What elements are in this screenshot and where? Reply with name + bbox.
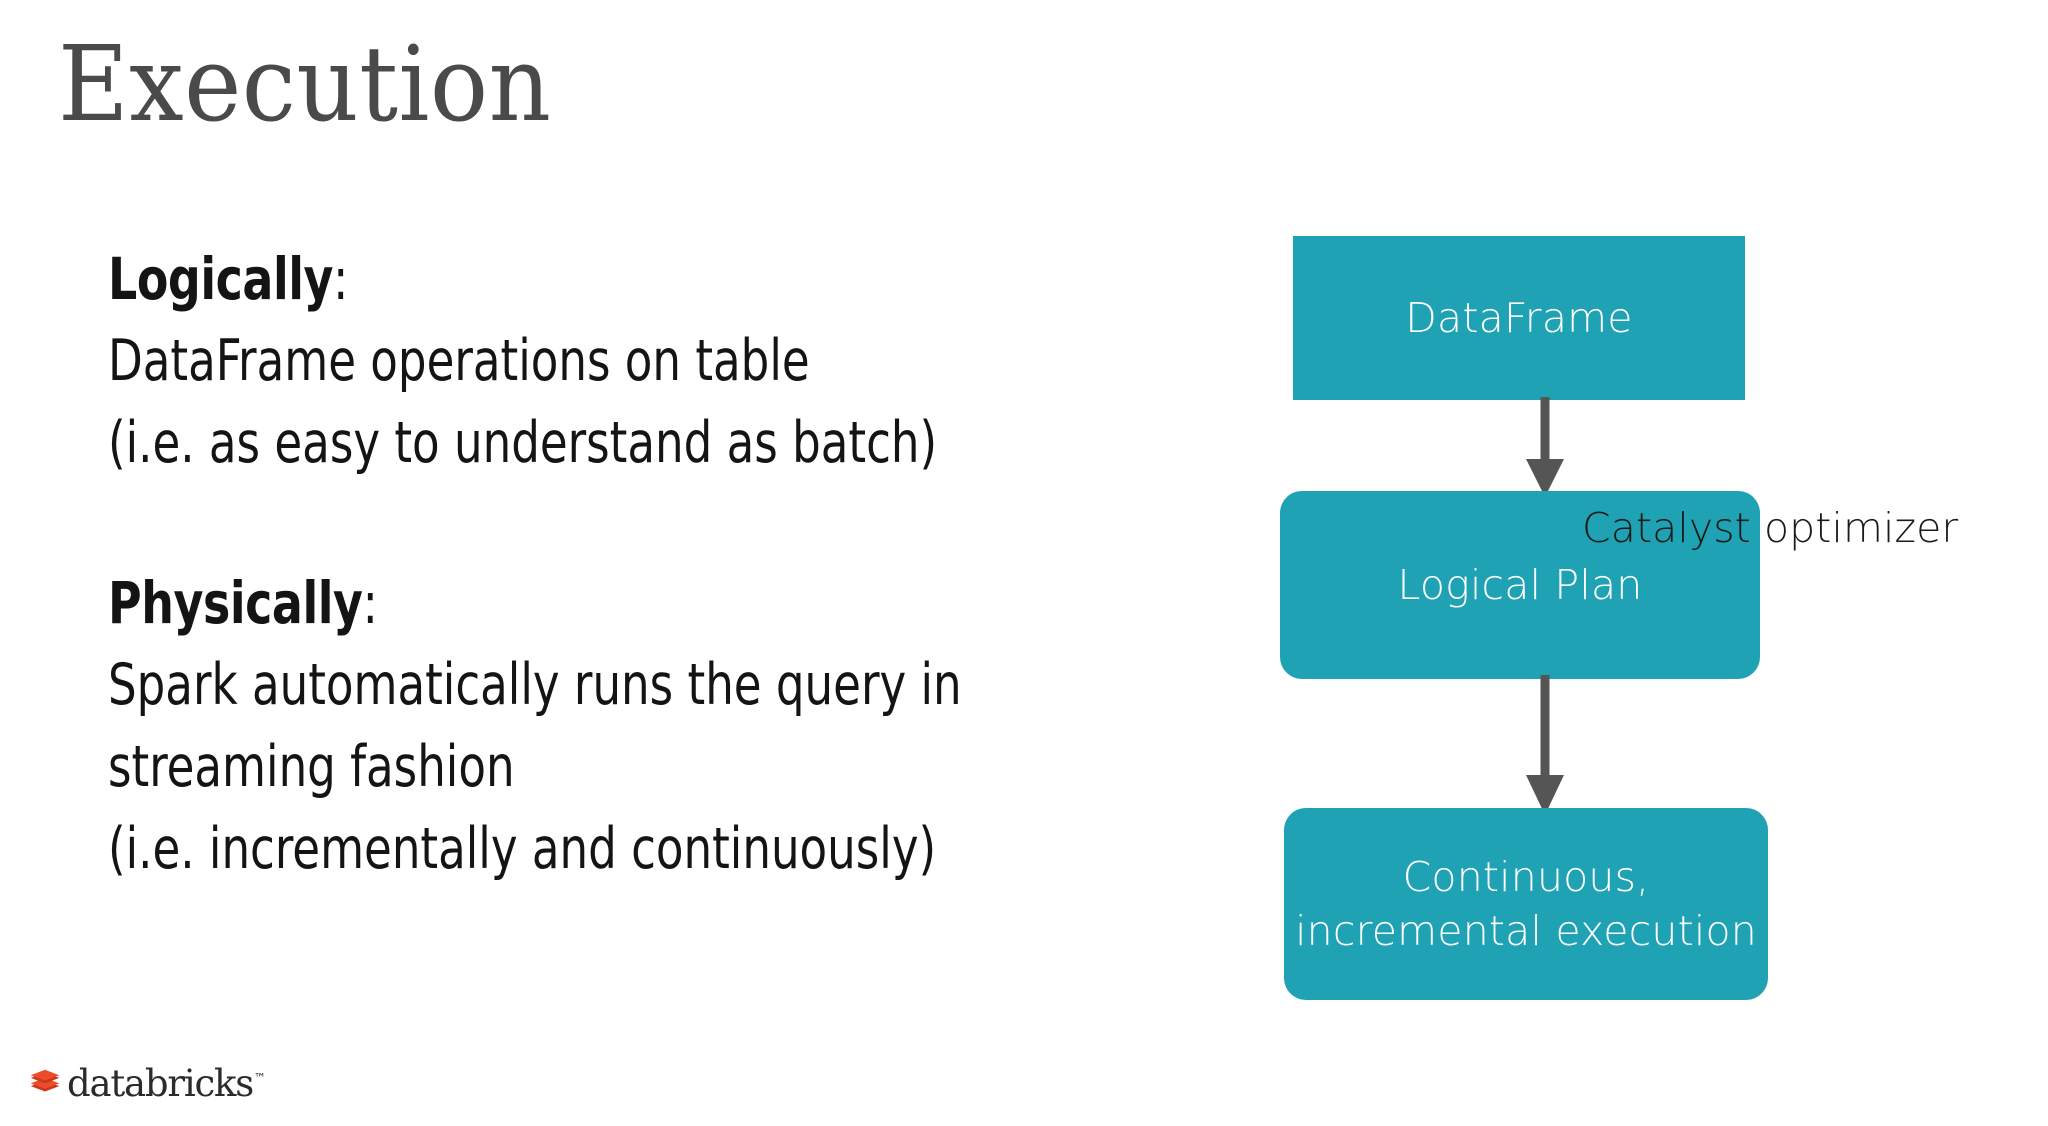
physically-heading-punct: : — [362, 569, 378, 637]
databricks-wordmark-text: databricks — [67, 1061, 254, 1105]
page-title: Execution — [58, 23, 552, 145]
physically-heading-text: Physically — [108, 569, 363, 637]
arrow-down-icon — [1526, 675, 1564, 815]
diagram-node-logical-plan: Logical Plan — [1280, 491, 1760, 679]
physically-line-2: streaming fashion — [108, 734, 515, 800]
physically-line-1: Spark automatically runs the query in — [108, 652, 962, 718]
diagram-node-dataframe: DataFrame — [1293, 236, 1745, 400]
logically-heading-text: Logically — [108, 245, 334, 313]
logically-heading-punct: : — [333, 245, 349, 313]
execution-flow-diagram: DataFrame Logical Plan Catalyst optimize… — [1270, 225, 1958, 1015]
body-copy: Logically: DataFrame operations on table… — [108, 238, 1102, 890]
databricks-wordmark: databricks™ — [67, 1061, 266, 1105]
paragraph-spacer — [108, 484, 1102, 562]
arrow-down-icon — [1526, 397, 1564, 497]
diagram-node-execution-label-group: Continuous, incremental execution — [1295, 850, 1757, 958]
paragraph-physically: Physically: Spark automatically runs the… — [108, 562, 1102, 890]
trademark-symbol: ™ — [254, 1070, 266, 1085]
logically-line-1: DataFrame operations on table — [108, 328, 810, 394]
diagram-node-continuous-incremental-execution: Continuous, incremental execution — [1284, 808, 1768, 1000]
logically-line-2: (i.e. as easy to understand as batch) — [108, 410, 938, 476]
diagram-node-logical-plan-label: Logical Plan — [1397, 561, 1643, 609]
paragraph-logically: Logically: DataFrame operations on table… — [108, 238, 1102, 484]
diagram-edge-label-catalyst-optimizer: Catalyst optimizer — [1582, 504, 1959, 552]
physically-heading: Physically: — [108, 562, 1102, 644]
diagram-node-dataframe-label: DataFrame — [1405, 294, 1633, 342]
physically-line-3: (i.e. incrementally and continuously) — [108, 816, 937, 882]
diagram-node-execution-label-line2: incremental execution — [1295, 907, 1757, 955]
databricks-bricks-icon — [30, 1069, 60, 1092]
databricks-logo: databricks™ — [28, 1060, 266, 1105]
diagram-node-execution-label-line1: Continuous, — [1402, 853, 1650, 901]
logically-heading: Logically: — [108, 238, 1102, 320]
